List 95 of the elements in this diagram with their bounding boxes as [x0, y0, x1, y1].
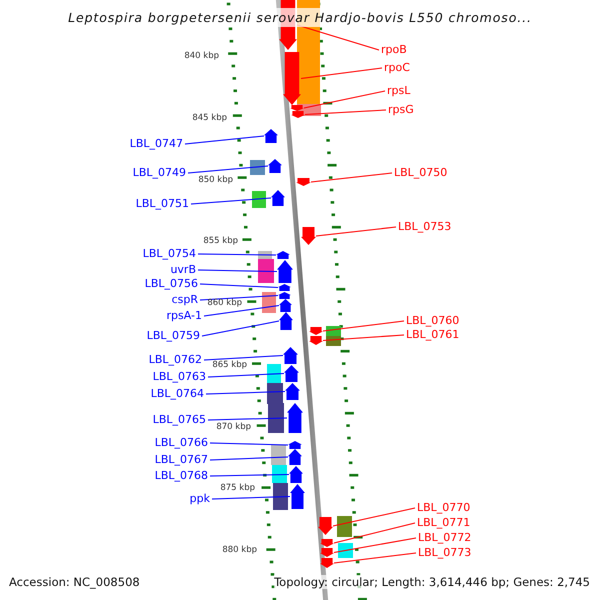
leader-line: [200, 284, 278, 288]
leader-line: [204, 305, 280, 316]
gene-feature: [289, 466, 303, 483]
gene-feature: [268, 159, 282, 173]
gene-feature: [320, 548, 334, 557]
leader-line: [334, 552, 416, 564]
gene-feature: [278, 284, 291, 291]
leader-line: [316, 226, 396, 236]
gene-label: LBL_0767: [154, 453, 208, 467]
leader-line: [208, 418, 288, 420]
gene-label: LBL_0764: [150, 387, 204, 401]
gene-feature: [271, 190, 285, 206]
gene-label: rpsL: [387, 84, 410, 98]
gene-label: LBL_0766: [154, 436, 208, 450]
leader-line: [210, 442, 288, 446]
gene-feature: [276, 251, 290, 259]
gene-feature: [287, 403, 303, 433]
gene-feature: [301, 227, 316, 245]
gene-label: uvrB: [170, 263, 196, 277]
leader-line: [202, 320, 280, 336]
gene-feature: [290, 484, 305, 509]
leader-line: [304, 110, 386, 115]
gene-feature: [278, 292, 291, 299]
gene-label: LBL_0773: [418, 546, 472, 560]
leader-line: [334, 522, 416, 544]
gene-feature: [277, 260, 293, 283]
gene-label: LBL_0756: [144, 277, 198, 291]
gene-label: LBL_0770: [417, 501, 470, 515]
gene-feature: [285, 383, 300, 400]
gene-label: cspR: [172, 293, 198, 307]
gene-feature: [279, 312, 293, 330]
gene-feature: [309, 327, 323, 335]
scale-label: 880 kbp: [222, 545, 257, 556]
scale-label: 860 kbp: [207, 298, 242, 309]
gene-label: LBL_0765: [152, 413, 206, 427]
gene-label: LBL_0772: [418, 531, 472, 545]
gene-feature: [320, 539, 334, 547]
gene-feature: [284, 365, 299, 382]
scale-label: 865 kbp: [212, 360, 247, 371]
gene-label: LBL_0760: [406, 314, 460, 328]
gene-feature: [318, 517, 333, 535]
gene-feature: [279, 299, 292, 312]
gene-feature: [290, 105, 304, 111]
gene-feature: [291, 111, 305, 118]
leader-line: [212, 496, 290, 500]
gene-feature: [264, 129, 278, 143]
leader-line: [184, 136, 264, 144]
scale-label: 840 kbp: [184, 51, 219, 62]
gene-feature: [283, 347, 298, 364]
genome-info-text: Topology: circular; Length: 3,614,446 bp; Genes: 2,745: [274, 575, 590, 589]
leader-line: [206, 391, 286, 394]
leader-line: [210, 474, 290, 476]
gene-label: LBL_0763: [152, 370, 206, 384]
gene-label: LBL_0771: [417, 516, 470, 530]
scale-label: 875 kbp: [220, 483, 255, 494]
leader-line: [210, 456, 288, 460]
gene-label: rpsG: [388, 103, 414, 117]
gene-feature: [309, 336, 323, 345]
gene-feature: [288, 441, 302, 449]
leader-line: [304, 90, 386, 108]
scale-label: 845 kbp: [192, 113, 227, 124]
leader-line: [208, 373, 284, 378]
gene-label: LBL_0768: [154, 469, 208, 483]
scale-label: 850 kbp: [198, 175, 233, 186]
gene-label: ppk: [190, 492, 210, 506]
leader-line: [322, 334, 404, 341]
gene-label: LBL_0747: [130, 137, 183, 151]
leader-line: [200, 295, 278, 300]
gene-label: LBL_0749: [132, 166, 186, 180]
leader-line: [188, 166, 268, 174]
gene-label: LBL_0762: [148, 353, 202, 367]
leader-line: [322, 320, 404, 332]
scale-label: 855 kbp: [203, 236, 238, 247]
gene-feature: [296, 178, 311, 186]
gene-feature: [288, 449, 302, 465]
leader-line: [310, 172, 392, 182]
gene-label: LBL_0754: [142, 247, 196, 261]
gene-label: LBL_0759: [146, 329, 200, 343]
accession-text: Accession: NC_008508: [9, 575, 140, 589]
scale-label: 870 kbp: [216, 422, 251, 433]
leader-line: [198, 270, 278, 272]
leader-line: [334, 538, 416, 553]
gene-feature: [283, 52, 301, 105]
leader-line: [204, 355, 284, 360]
leader-line: [300, 68, 382, 79]
gene-label: LBL_0750: [394, 166, 448, 180]
gene-label: LBL_0753: [398, 220, 452, 234]
gene-label: LBL_0761: [406, 328, 460, 342]
gene-label: rpoC: [384, 61, 410, 75]
gene-label: LBL_0751: [136, 197, 189, 211]
leader-line: [198, 254, 276, 256]
gene-label: rpoB: [381, 43, 407, 57]
leader-line: [332, 508, 416, 526]
gene-label: rpsA-1: [166, 309, 202, 323]
gene-feature: [320, 558, 334, 568]
